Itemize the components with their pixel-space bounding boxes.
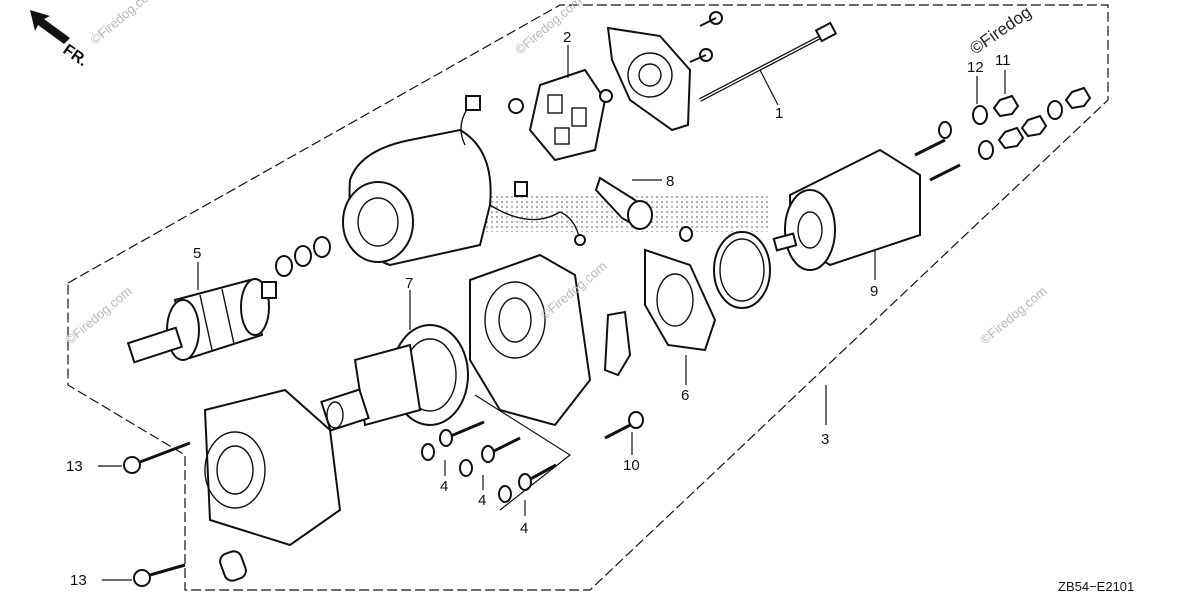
callout-12: 12 <box>967 59 984 76</box>
part-rear-cover <box>606 11 723 132</box>
part-center-housing <box>469 253 592 427</box>
part-plunger <box>594 176 653 230</box>
front-direction-arrow-icon <box>30 10 70 44</box>
part-armature <box>126 278 277 364</box>
washer-stack <box>275 236 331 277</box>
callout-13b: 13 <box>70 572 87 589</box>
callout-8: 8 <box>666 173 674 190</box>
leader-1 <box>759 69 779 106</box>
callout-4a: 4 <box>440 478 448 495</box>
part-through-bolt <box>699 21 838 102</box>
bolts-4 <box>421 420 557 503</box>
direction-label: FR. <box>60 41 91 70</box>
callout-2: 2 <box>563 29 571 46</box>
part-brush-holder <box>508 68 613 162</box>
callout-4b: 4 <box>478 492 486 509</box>
callout-6: 6 <box>681 387 689 404</box>
callout-4c: 4 <box>520 520 528 537</box>
watermark-3: ©Firedog.com <box>62 283 134 347</box>
part-yoke-housing <box>342 95 586 267</box>
callout-5: 5 <box>193 245 201 262</box>
bracket-4 <box>474 394 572 511</box>
callout-11: 11 <box>995 52 1011 69</box>
part-solenoid <box>772 138 961 271</box>
watermark-5: ©Firedog.com <box>977 283 1049 347</box>
bolt-13-lower <box>133 563 186 587</box>
part-pinion-clutch <box>320 324 469 432</box>
diagram-code: ZB54−E2101 <box>1058 579 1134 594</box>
assembly-boundary <box>67 4 1109 591</box>
bolt-13-upper <box>123 441 191 474</box>
callout-10: 10 <box>623 457 640 474</box>
callout-1: 1 <box>775 105 783 122</box>
callout-9: 9 <box>870 283 878 300</box>
part-gasket-plate <box>644 226 717 352</box>
part-o-ring <box>713 231 771 309</box>
callout-13a: 13 <box>66 458 83 475</box>
part-front-bracket <box>203 388 342 582</box>
nuts-washers-11-12 <box>938 86 1092 160</box>
callout-3: 3 <box>821 431 829 448</box>
callout-7: 7 <box>405 275 413 292</box>
corner-watermark: ©Firedog <box>966 2 1034 58</box>
watermark-2: ©Firedog.com <box>512 0 584 57</box>
part-shift-lever <box>603 310 632 377</box>
part-bolt-10 <box>604 411 644 440</box>
watermark-1: ©Firedog.com <box>87 0 159 47</box>
